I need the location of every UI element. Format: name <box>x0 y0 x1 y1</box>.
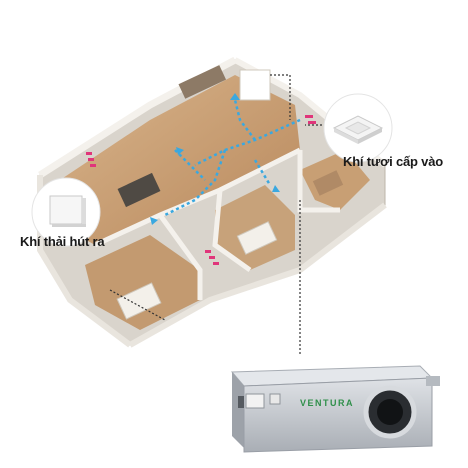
exhaust-callout <box>31 177 101 247</box>
apartment-floorplan <box>37 56 387 348</box>
fresh-air-arrows <box>150 93 280 225</box>
fresh-air-callout <box>323 93 393 163</box>
unit-brand-label: VENTURA <box>300 398 355 408</box>
fresh-air-label: Khí tươi cấp vào <box>343 154 443 169</box>
square-wall-grille-icon <box>49 195 86 227</box>
square-ceiling-vent-icon <box>332 115 384 144</box>
fresh-air-ducts <box>164 99 301 217</box>
ducted-ventilation-unit-icon <box>230 365 440 453</box>
exhaust-air-arrows <box>86 115 316 265</box>
exhaust-air-label: Khí thải hút ra <box>20 234 105 249</box>
